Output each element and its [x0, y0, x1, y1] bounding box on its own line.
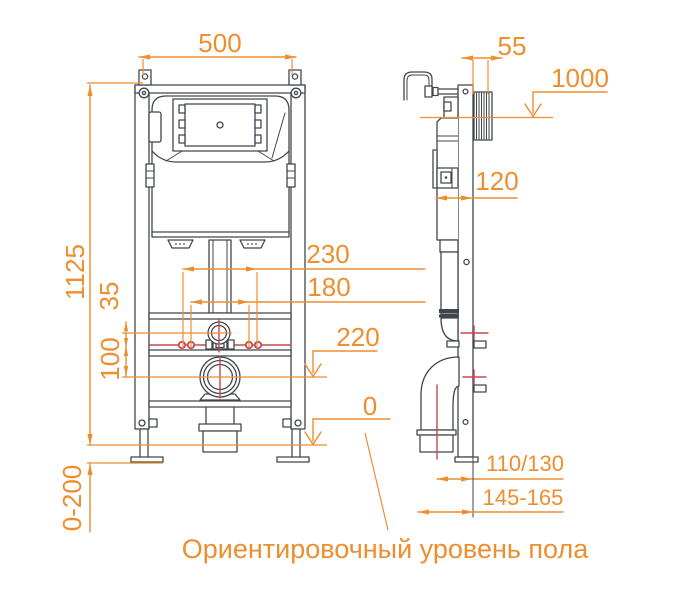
side-fill-valve-step [443, 101, 452, 112]
wall-tab-lower [473, 384, 487, 393]
side-cistern [432, 117, 459, 253]
dimension-lines [87, 54, 608, 533]
frame-top-bar [134, 84, 306, 94]
dim-leg-adjustment-label: 0-200 [57, 465, 87, 532]
foot-right [276, 418, 310, 463]
side-foot-plate [454, 456, 479, 463]
crossbar-middle [148, 349, 292, 357]
screw-left [138, 87, 150, 99]
dim-floor-level-label: 0 [363, 391, 377, 421]
dim-outlet-center-offset-label: 110/130 [486, 451, 564, 476]
rail-hole-top [462, 88, 469, 95]
dim-outlet-center-offset [436, 431, 564, 518]
flush-plate-block [473, 91, 493, 141]
dim-frame-depth [435, 195, 518, 201]
dim-drain-height [304, 350, 378, 378]
tank-shoulder [151, 150, 290, 163]
fixing-stud [253, 340, 263, 350]
dim-frame-height-label: 1125 [60, 244, 90, 300]
crossbar-lower [148, 400, 292, 408]
funnel-right-line [257, 150, 275, 162]
fill-valve [148, 111, 162, 143]
dim-button-depth [461, 55, 503, 94]
side-clamp-right [286, 163, 296, 188]
dim-outlet-edge-offset-label: 145-165 [483, 485, 564, 510]
crossbar-upper [148, 312, 292, 320]
dim-inlet-spacing [122, 321, 232, 348]
front-view-drawing [130, 69, 310, 463]
dim-drain-spacing-label: 100 [95, 337, 125, 380]
centerline-marks [149, 319, 489, 460]
wall-hanger-right [288, 69, 302, 86]
screw-right [290, 87, 302, 99]
dim-water-supply-height-label: 1000 [551, 63, 609, 93]
side-rail [457, 84, 474, 458]
dim-leg-adjustment [87, 462, 93, 533]
side-drain-elbow [416, 356, 460, 453]
dim-fixing-outer [182, 266, 426, 348]
dim-frame-width [138, 54, 297, 75]
dim-fixing-inner [190, 299, 426, 348]
dim-frame-width-label: 500 [198, 28, 241, 58]
dim-floor-level [304, 418, 391, 446]
dim-drain-height-label: 220 [336, 322, 379, 352]
dim-inlet-spacing-label: 35 [94, 282, 124, 311]
rail-hole-bottom [462, 418, 469, 426]
dim-fixing-inner-label: 180 [307, 272, 350, 302]
funnel-left-line [165, 150, 183, 162]
wall-hanger-left [138, 69, 152, 86]
dim-button-depth-label: 55 [498, 31, 527, 61]
side-clamp-left [145, 163, 155, 188]
rail-hole-middle [463, 258, 470, 266]
floor-note-leader [364, 432, 389, 531]
side-flush-pipe [439, 251, 460, 348]
wall-tab-upper [473, 340, 487, 349]
dim-frame-depth-label: 120 [475, 166, 518, 196]
fixing-stud [177, 340, 187, 350]
dimension-labels: 500 1125 35 100 0-200 230 180 220 0 55 1… [57, 28, 609, 564]
dim-water-supply-height [420, 91, 608, 119]
strut-line [271, 112, 286, 159]
outlet-collar [198, 423, 242, 432]
dim-outlet-edge-offset [417, 509, 564, 515]
vent-right [239, 239, 266, 249]
side-view-drawing [403, 71, 493, 463]
dim-frame-height [87, 82, 143, 446]
dim-drain-spacing [122, 344, 327, 378]
foot-left [130, 418, 164, 463]
outlet-body [202, 430, 238, 453]
water-supply-pipe [403, 71, 459, 101]
vent-left [167, 239, 194, 249]
dim-fixing-outer-label: 230 [306, 239, 349, 269]
floor-note-label: Ориентировочный уровень пола [182, 534, 590, 564]
access-window [172, 98, 268, 152]
